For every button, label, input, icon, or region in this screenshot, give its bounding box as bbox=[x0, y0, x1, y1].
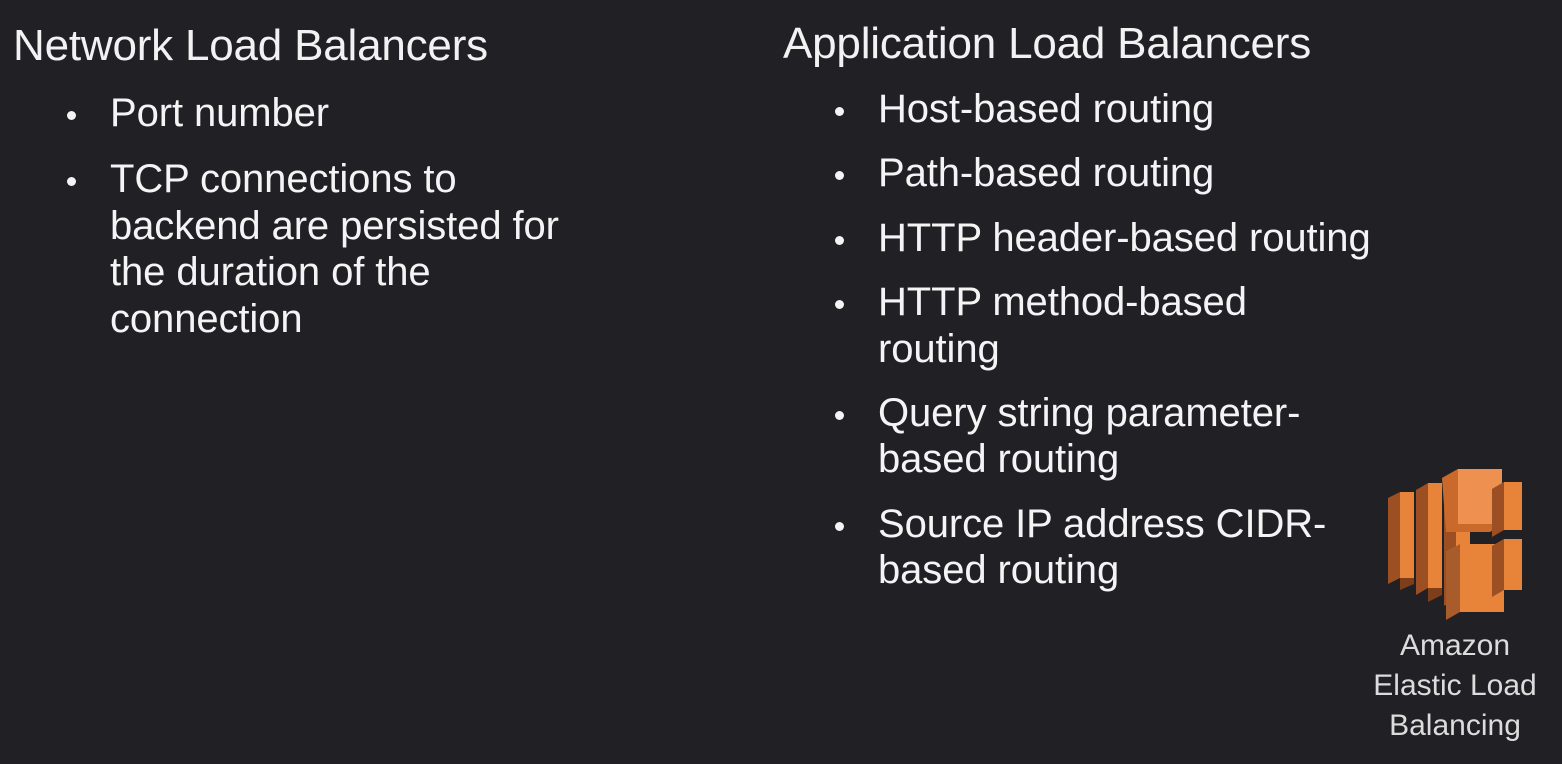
bullet-list-application-load-balancers: Host-based routing Path-based routing HT… bbox=[823, 86, 1423, 594]
bullet-dot-icon bbox=[835, 171, 844, 181]
column-heading-application-load-balancers: Application Load Balancers bbox=[783, 19, 1312, 68]
amazon-elastic-load-balancing-icon bbox=[1388, 469, 1522, 620]
list-item: Query string parameter-based routing bbox=[823, 390, 1423, 483]
bullet-list-network-load-balancers: Port number TCP connections to backend a… bbox=[55, 90, 773, 342]
logo-caption-line: Elastic Load bbox=[1373, 668, 1537, 702]
bullet-text: Source IP address CIDR-based routing bbox=[878, 501, 1327, 593]
bullet-dot-icon bbox=[835, 107, 844, 116]
bullet-dot-icon bbox=[835, 235, 844, 245]
list-item: TCP connections to backend are persisted… bbox=[55, 156, 773, 342]
bullet-text: Port number bbox=[110, 91, 329, 135]
column-network-load-balancers: Network Load Balancers Port number TCP c… bbox=[13, 0, 773, 362]
list-item: Source IP address CIDR-based routing bbox=[823, 501, 1423, 594]
bullet-text: Query string parameter-based routing bbox=[878, 390, 1301, 482]
list-item: Path-based routing bbox=[823, 150, 1423, 196]
bullet-dot-icon bbox=[67, 177, 76, 187]
bullet-dot-icon bbox=[835, 300, 844, 310]
bullet-text: HTTP method-based routing bbox=[878, 280, 1247, 371]
bullet-text: Host-based routing bbox=[878, 87, 1215, 131]
bullet-dot-icon bbox=[835, 521, 844, 531]
logo-caption-line: Balancing bbox=[1389, 708, 1521, 742]
bullet-dot-icon bbox=[67, 111, 76, 120]
amazon-elastic-load-balancing-logo-block: Amazon Elastic Load Balancing bbox=[1360, 462, 1550, 746]
logo-caption: Amazon Elastic Load Balancing bbox=[1360, 626, 1550, 746]
list-item: HTTP method-based routing bbox=[823, 279, 1423, 372]
list-item: Port number bbox=[55, 90, 773, 136]
bullet-text: Path-based routing bbox=[878, 151, 1215, 196]
bullet-text: TCP connections to backend are persisted… bbox=[110, 157, 559, 341]
column-heading-network-load-balancers: Network Load Balancers bbox=[13, 21, 488, 70]
bullet-dot-icon bbox=[835, 410, 844, 420]
logo-caption-line: Amazon bbox=[1399, 629, 1511, 662]
list-item: HTTP header-based routing bbox=[823, 215, 1423, 261]
column-application-load-balancers: Application Load Balancers Host-based ro… bbox=[783, 0, 1423, 612]
list-item: Host-based routing bbox=[823, 86, 1423, 132]
bullet-text: HTTP header-based routing bbox=[878, 215, 1371, 260]
